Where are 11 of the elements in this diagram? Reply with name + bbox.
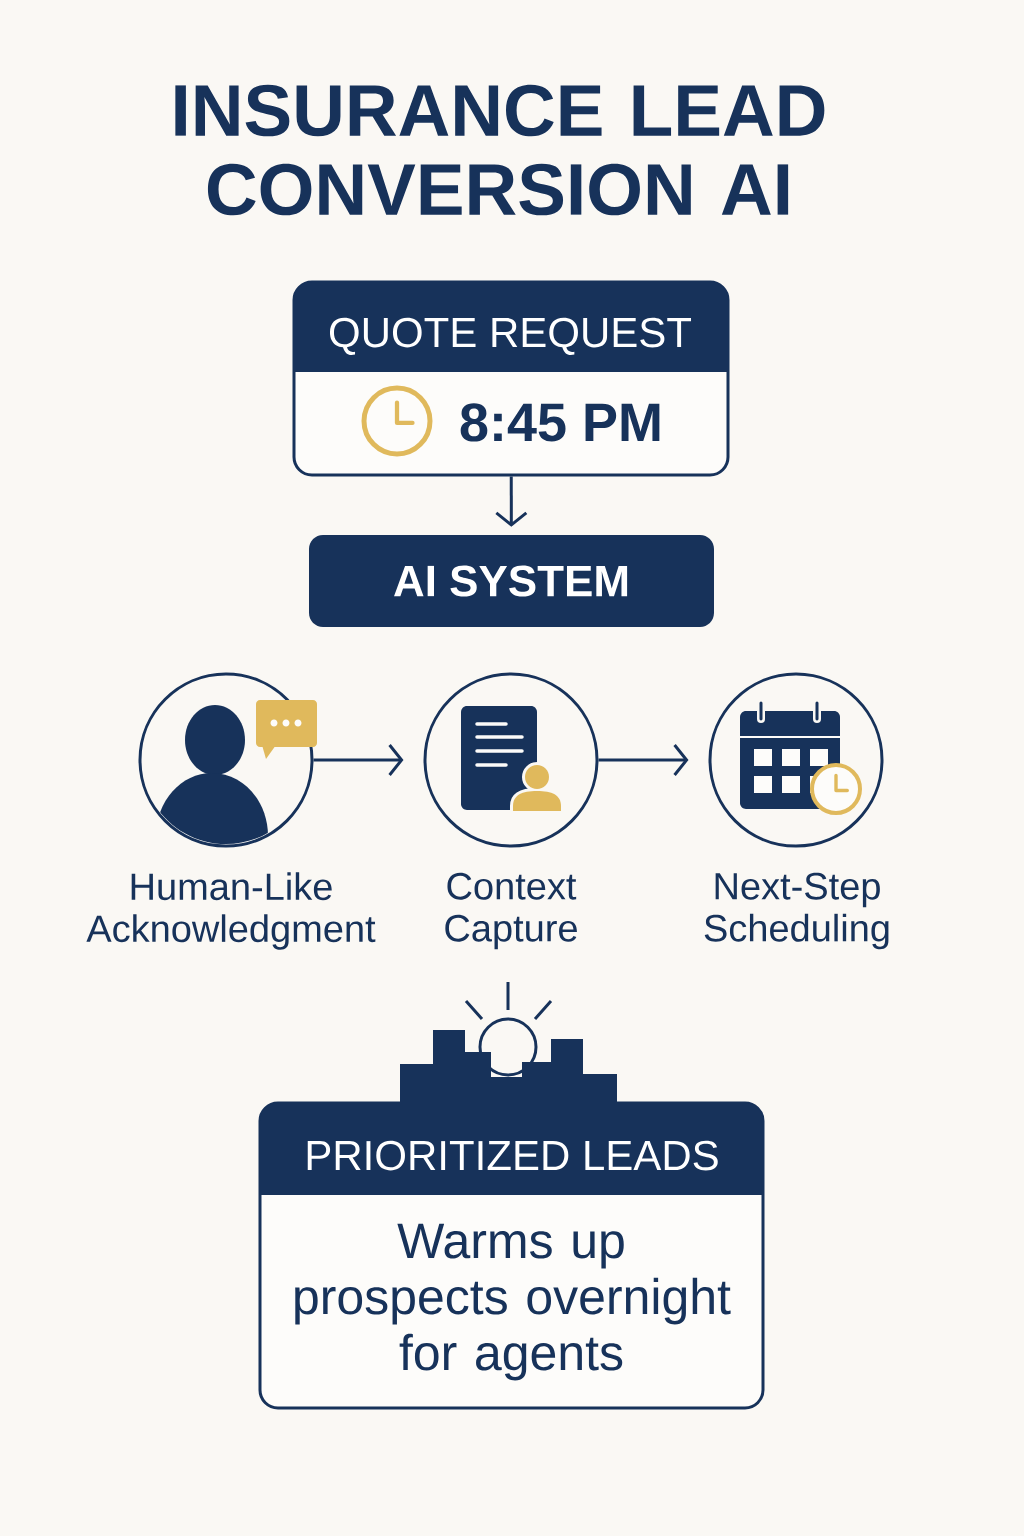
- arrow: [598, 744, 689, 776]
- time-text: 8:45 PM: [460, 403, 660, 442]
- card-header: QUOTE REQUEST: [294, 282, 728, 372]
- step-label: Next-Step Scheduling: [704, 872, 889, 950]
- arrow: [313, 744, 404, 776]
- step-label: Human-Like Acknowledgment: [86, 872, 376, 950]
- card-header: PRIORITIZED LEADS: [260, 1103, 763, 1195]
- process-box: AI SYSTEM: [309, 535, 714, 627]
- title: INSURANCE LEAD CONVERSION AI: [175, 84, 825, 216]
- card-text: Warms up prospects overnight for agents: [295, 1223, 731, 1381]
- step-label: Context Capture: [445, 872, 577, 950]
